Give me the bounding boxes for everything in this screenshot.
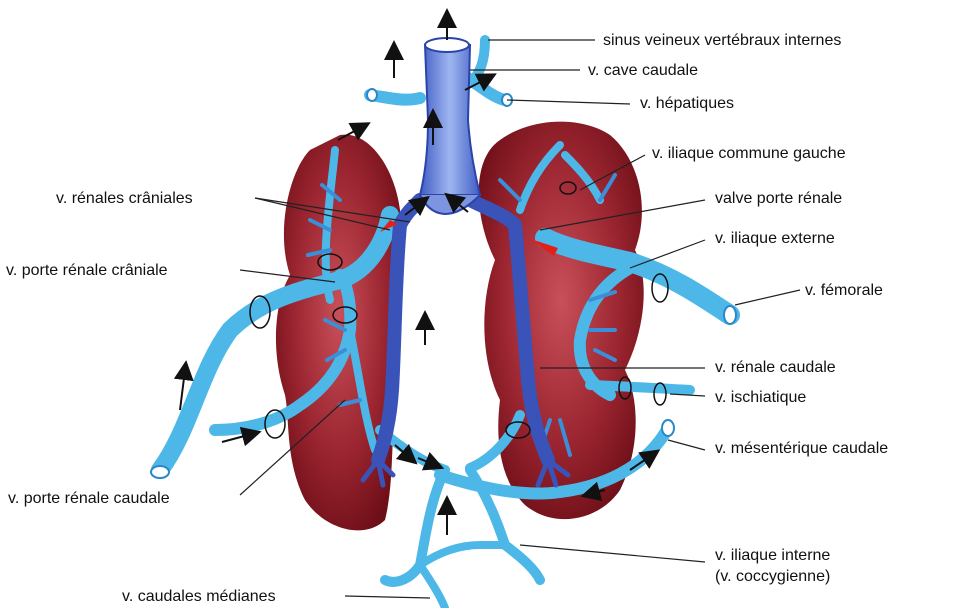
vena-cava bbox=[420, 38, 480, 214]
label-sinus-veineux: sinus veineux vertébraux internes bbox=[603, 32, 841, 50]
label-iliaque-externe: v. iliaque externe bbox=[715, 230, 835, 248]
label-femorale: v. fémorale bbox=[805, 282, 883, 300]
left-kidney bbox=[276, 135, 403, 531]
label-iliaque-interne: v. iliaque interne bbox=[715, 547, 830, 565]
label-mesenterique-caudale: v. mésentérique caudale bbox=[715, 440, 888, 458]
label-porte-renale-craniale: v. porte rénale crâniale bbox=[6, 262, 168, 280]
label-renale-caudale: v. rénale caudale bbox=[715, 359, 836, 377]
label-hepatiques: v. hépatiques bbox=[640, 95, 734, 113]
label-cave-caudale: v. cave caudale bbox=[588, 62, 698, 80]
label-caudales-medianes: v. caudales médianes bbox=[122, 588, 276, 606]
label-coccygienne: (v. coccygienne) bbox=[715, 568, 830, 586]
label-valve-porte-renale: valve porte rénale bbox=[715, 190, 842, 208]
label-iliaque-commune-gauche: v. iliaque commune gauche bbox=[652, 145, 846, 163]
label-ischiatique: v. ischiatique bbox=[715, 389, 806, 407]
label-porte-renale-caudale: v. porte rénale caudale bbox=[8, 490, 170, 508]
label-renales-craniales: v. rénales crâniales bbox=[56, 190, 193, 208]
